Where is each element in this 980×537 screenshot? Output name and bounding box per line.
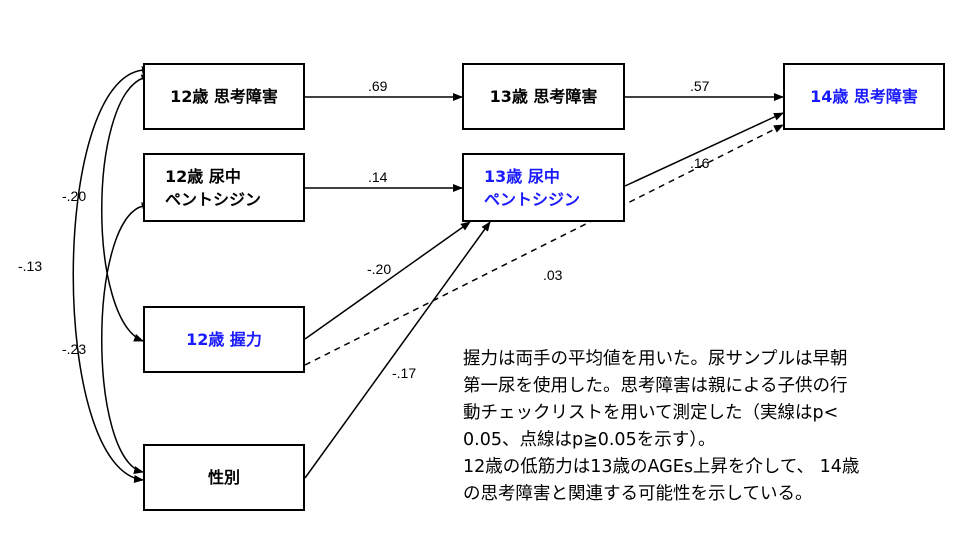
coef-label: .14	[368, 169, 388, 185]
node-label: 13歳 思考障害	[489, 87, 598, 106]
coef-label: -.17	[392, 365, 416, 381]
node-label: 性別	[207, 468, 240, 487]
node-12-nyochu-pentosidine: 12歳 尿中 ペントシジン	[143, 153, 305, 222]
coef-label: -.23	[62, 341, 86, 357]
coef-label: -.13	[18, 258, 42, 274]
node-label: 12歳 尿中 ペントシジン	[165, 166, 262, 209]
arrow-akuryoku-14shikou-dashed	[304, 124, 784, 366]
node-seibetsu: 性別	[143, 444, 305, 511]
curve-shikou-seibetsu	[72, 66, 152, 483]
node-13-shikou-shougai: 13歳 思考障害	[462, 63, 625, 130]
node-12-shikou-shougai: 12歳 思考障害	[143, 63, 305, 130]
node-13-nyochu-pentosidine: 13歳 尿中 ペントシジン	[462, 153, 625, 222]
coef-label: -.20	[367, 261, 391, 277]
node-12-akuryoku: 12歳 握力	[143, 306, 305, 373]
node-14-shikou-shougai: 14歳 思考障害	[783, 63, 945, 130]
arrow-13nyo-14shikou	[624, 112, 784, 187]
curve-nyo-seibetsu	[101, 202, 152, 474]
coef-label: .69	[368, 78, 388, 94]
explanation-note: 握力は両手の平均値を用いた。尿サンプルは早朝 第一尿を使用した。思考障害は親によ…	[463, 349, 860, 504]
coef-label: .03	[543, 267, 563, 283]
curve-shikou-akuryoku	[101, 74, 152, 342]
node-label: 12歳 握力	[186, 330, 262, 349]
node-label: 14歳 思考障害	[810, 87, 918, 106]
node-label: 12歳 思考障害	[170, 87, 278, 106]
coef-label: .16	[690, 155, 710, 171]
arrow-seibetsu-13nyo	[304, 221, 491, 479]
coef-label: .57	[690, 78, 710, 94]
arrow-akuryoku-13nyo	[304, 221, 471, 340]
node-label: 13歳 尿中 ペントシジン	[484, 166, 581, 209]
coef-label: -.20	[62, 188, 86, 204]
